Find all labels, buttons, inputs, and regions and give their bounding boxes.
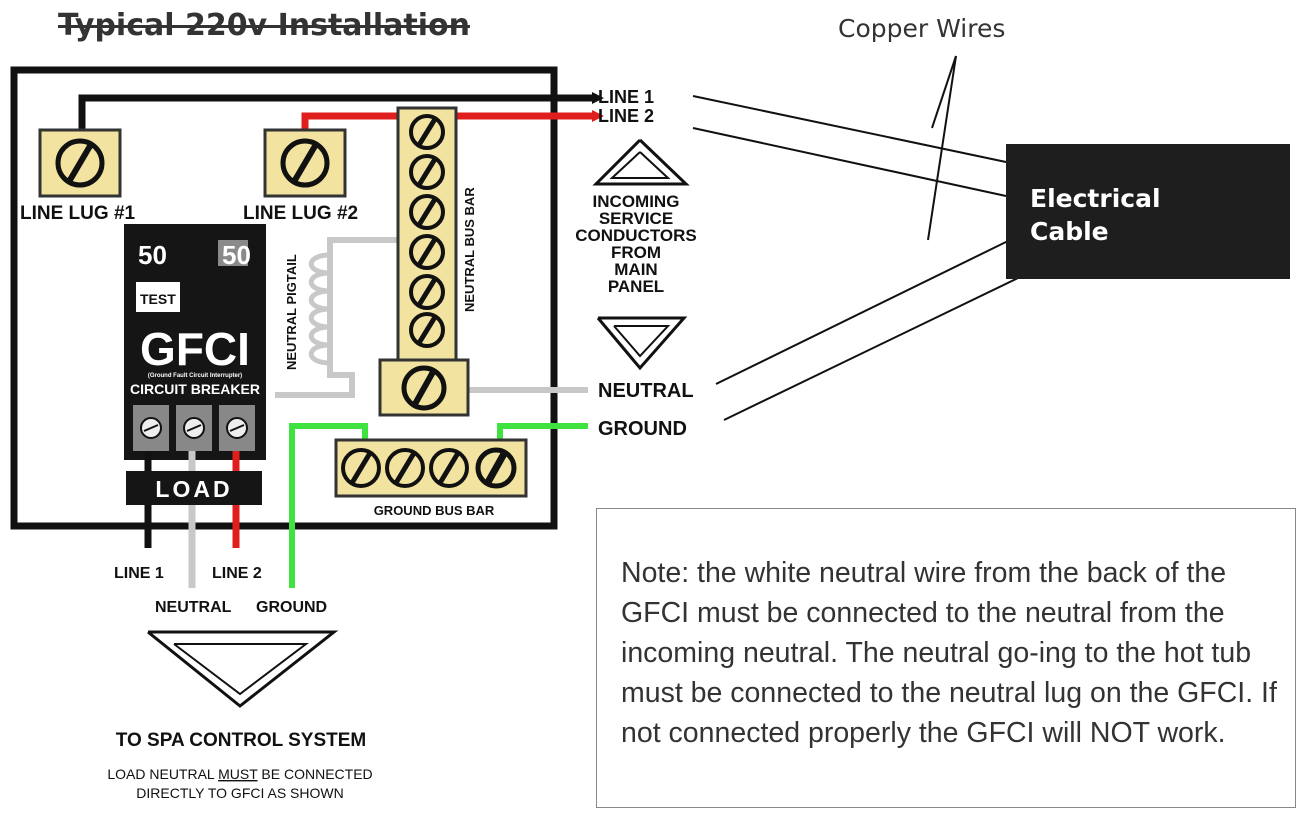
- breaker-rating-left: 50: [138, 240, 167, 270]
- wire-ground-incoming: [497, 423, 588, 442]
- wire-ground-out: [289, 423, 368, 588]
- line1-arrow: [592, 92, 604, 104]
- wire-line2-incoming: [301, 112, 595, 130]
- panel-enclosure: [10, 66, 558, 530]
- line-lug-2-label: LINE LUG #2: [243, 203, 358, 224]
- electrical-cable-label: Electrical Cable: [1030, 184, 1161, 246]
- breaker-test-label: TEST: [140, 291, 176, 307]
- breaker-type: CIRCUIT BREAKER: [130, 381, 260, 397]
- line-lug-1-label: LINE LUG #1: [20, 203, 136, 224]
- note-text: Note: the white neutral wire from the ba…: [621, 557, 1277, 749]
- gfci-breaker: [124, 224, 266, 460]
- ground-bus-bar: [334, 438, 528, 498]
- svg-text:PANEL: PANEL: [608, 277, 664, 296]
- incoming-arrow-up: [592, 138, 690, 186]
- spa-arrow-inner: [173, 643, 309, 696]
- incoming-arrow-up-inner: [609, 151, 671, 179]
- svg-text:MAIN: MAIN: [614, 260, 657, 279]
- note-box: Note: the white neutral wire from the ba…: [596, 508, 1296, 808]
- breaker-subname: (Ground Fault Circuit Interrupter): [148, 373, 242, 379]
- copper-pointer-left: [931, 55, 957, 129]
- label-line1-out: LINE 1: [114, 565, 164, 582]
- line2-arrow: [592, 110, 604, 122]
- wire-line1-incoming: [78, 94, 595, 130]
- neutral-pigtail-wire: [275, 237, 398, 398]
- load-bar: [126, 471, 262, 505]
- ground-bus-label: GROUND BUS BAR: [374, 503, 495, 518]
- incoming-arrow-down-inner: [613, 325, 671, 358]
- label-ground-out: GROUND: [256, 599, 327, 616]
- label-line1-in: LINE 1: [598, 87, 654, 107]
- label-ground-in: GROUND: [598, 418, 687, 440]
- line-lug-1: [38, 128, 122, 198]
- neutral-pigtail-label: NEUTRAL PIGTAIL: [284, 254, 299, 370]
- breaker-name: GFCI: [140, 323, 250, 375]
- warning-line2: DIRECTLY TO GFCI AS SHOWN: [136, 785, 343, 801]
- line-lug-2: [263, 128, 347, 198]
- spa-arrow: [147, 630, 339, 708]
- neutral-pigtail-coil: [308, 252, 331, 366]
- cable-wire-neutral: [715, 239, 1011, 385]
- warning-line1: LOAD NEUTRAL MUST BE CONNECTED: [107, 766, 372, 782]
- destination-label: TO SPA CONTROL SYSTEM: [116, 730, 367, 751]
- cable-wire-line2: [692, 127, 1007, 197]
- cable-wire-line1: [692, 95, 1007, 163]
- incoming-arrow-down: [596, 316, 688, 371]
- svg-text:SERVICE: SERVICE: [599, 209, 673, 228]
- incoming-label: INCOMING SERVICE CONDUCTORS FROM MAIN PA…: [575, 192, 697, 296]
- cable-wire-ground: [723, 277, 1019, 421]
- electrical-cable-box: Electrical Cable: [1006, 144, 1290, 279]
- svg-text:INCOMING: INCOMING: [593, 192, 680, 211]
- svg-text:FROM: FROM: [611, 243, 661, 262]
- page-title: Typical 220v Installation: [58, 8, 470, 43]
- neutral-bus-bar: [378, 106, 470, 417]
- label-line2-in: LINE 2: [598, 106, 654, 126]
- label-neutral-in: NEUTRAL: [598, 380, 694, 402]
- label-neutral-out: NEUTRAL: [155, 599, 232, 616]
- svg-text:CONDUCTORS: CONDUCTORS: [575, 226, 697, 245]
- copper-pointer-right: [927, 55, 957, 241]
- load-label: LOAD: [155, 476, 232, 502]
- breaker-rating-right: 50: [222, 240, 251, 270]
- copper-wires-callout: Copper Wires: [838, 14, 1006, 43]
- neutral-bus-label: NEUTRAL BUS BAR: [462, 187, 477, 312]
- label-line2-out: LINE 2: [212, 565, 262, 582]
